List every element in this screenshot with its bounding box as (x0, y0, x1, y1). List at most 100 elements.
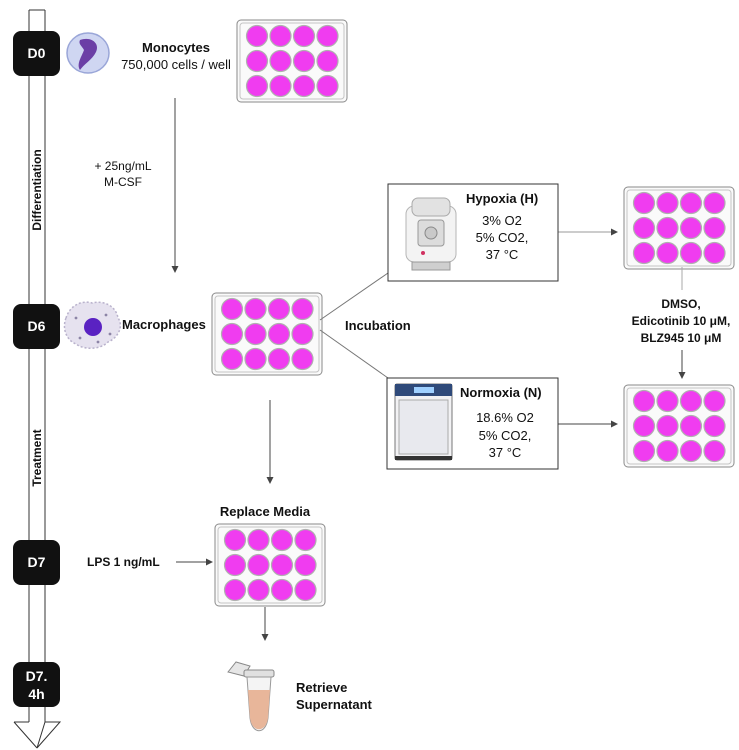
well (223, 578, 247, 602)
well (223, 553, 247, 577)
svg-text:D0: D0 (28, 45, 46, 61)
well (292, 49, 316, 73)
well (269, 49, 292, 73)
well (267, 347, 291, 371)
well (656, 216, 679, 240)
timeline-arrow (13, 9, 62, 749)
svg-text:D7.: D7. (26, 668, 48, 684)
well (632, 191, 656, 215)
well (679, 241, 703, 265)
phase-label-treatment: Treatment (30, 429, 44, 486)
well (270, 578, 294, 602)
well (679, 191, 703, 215)
well (291, 297, 314, 321)
mcsf-line2: M-CSF (104, 175, 142, 189)
day-badge-d0: D0 (13, 31, 60, 76)
well (244, 347, 267, 371)
well (269, 24, 292, 48)
well (220, 322, 244, 346)
well (656, 414, 679, 438)
plate-inner-frame (214, 295, 320, 373)
well (703, 216, 726, 240)
well (632, 389, 656, 413)
lps-label: LPS 1 ng/mL (87, 555, 160, 569)
macrophages-title: Macrophages (122, 317, 206, 332)
well (267, 297, 291, 321)
monocytes-title: Monocytes (142, 40, 210, 55)
well-plate-d0 (236, 19, 348, 103)
hypoxia-co2: 5% CO2, (476, 230, 529, 245)
phase-label-differentiation: Differentiation (30, 149, 44, 230)
well-plate-macrophages (211, 292, 323, 376)
well (703, 414, 726, 438)
treatment-line2: Edicotinib 10 μM, (632, 314, 731, 328)
normoxia-incubator-icon (394, 383, 453, 461)
microcentrifuge-tube-icon (227, 661, 275, 732)
well (632, 216, 656, 240)
well-plate-replace-media (214, 523, 326, 607)
well (223, 528, 247, 552)
well (656, 241, 679, 265)
well (294, 528, 317, 552)
well (292, 74, 316, 98)
connector-hypoxia (319, 272, 389, 321)
normoxia-box: Normoxia (N) 18.6% O2 5% CO2, 37 °C (386, 377, 559, 470)
well (316, 24, 339, 48)
well (679, 414, 703, 438)
connector-normoxia (319, 329, 389, 379)
svg-text:4h: 4h (28, 686, 44, 702)
well (220, 347, 244, 371)
well (679, 439, 703, 463)
well (632, 241, 656, 265)
treatment-line1: DMSO, (661, 297, 700, 311)
well (703, 389, 726, 413)
well (656, 439, 679, 463)
well (269, 74, 292, 98)
well (703, 439, 726, 463)
plate-inner-frame (626, 387, 732, 465)
hypoxia-incubator-icon (405, 197, 457, 271)
normoxia-temp: 37 °C (489, 445, 522, 460)
well (245, 49, 269, 73)
well-plate-hypoxia (623, 186, 735, 270)
well (291, 347, 314, 371)
day-badge-d7: D7 (13, 540, 60, 585)
plate-inner-frame (217, 526, 323, 604)
well (245, 74, 269, 98)
well (247, 528, 270, 552)
well (632, 439, 656, 463)
day-badge-d6: D6 (13, 304, 60, 349)
well (244, 322, 267, 346)
monocyte-icon (66, 32, 110, 74)
svg-text:D7: D7 (28, 554, 46, 570)
well (632, 414, 656, 438)
well (291, 322, 314, 346)
monocytes-detail: 750,000 cells / well (121, 57, 231, 72)
incubation-label: Incubation (345, 318, 411, 333)
well (267, 322, 291, 346)
well (294, 578, 317, 602)
well (316, 74, 339, 98)
well (292, 24, 316, 48)
hypoxia-title: Hypoxia (H) (466, 191, 538, 206)
well (316, 49, 339, 73)
well (220, 297, 244, 321)
well (247, 578, 270, 602)
mcsf-line1: + 25ng/mL (94, 159, 151, 173)
day-badge-d7-4h: D7. 4h (13, 662, 60, 707)
hypoxia-o2: 3% O2 (482, 213, 522, 228)
normoxia-title: Normoxia (N) (460, 385, 542, 400)
well (247, 553, 270, 577)
well (679, 389, 703, 413)
well (294, 553, 317, 577)
well (270, 553, 294, 577)
macrophage-icon (63, 301, 122, 349)
hypoxia-box: Hypoxia (H) 3% O2 5% CO2, 37 °C (387, 183, 559, 282)
well (245, 24, 269, 48)
well (270, 528, 294, 552)
plate-inner-frame (239, 22, 345, 100)
svg-text:D6: D6 (28, 318, 46, 334)
normoxia-co2: 5% CO2, (479, 428, 532, 443)
well (703, 241, 726, 265)
